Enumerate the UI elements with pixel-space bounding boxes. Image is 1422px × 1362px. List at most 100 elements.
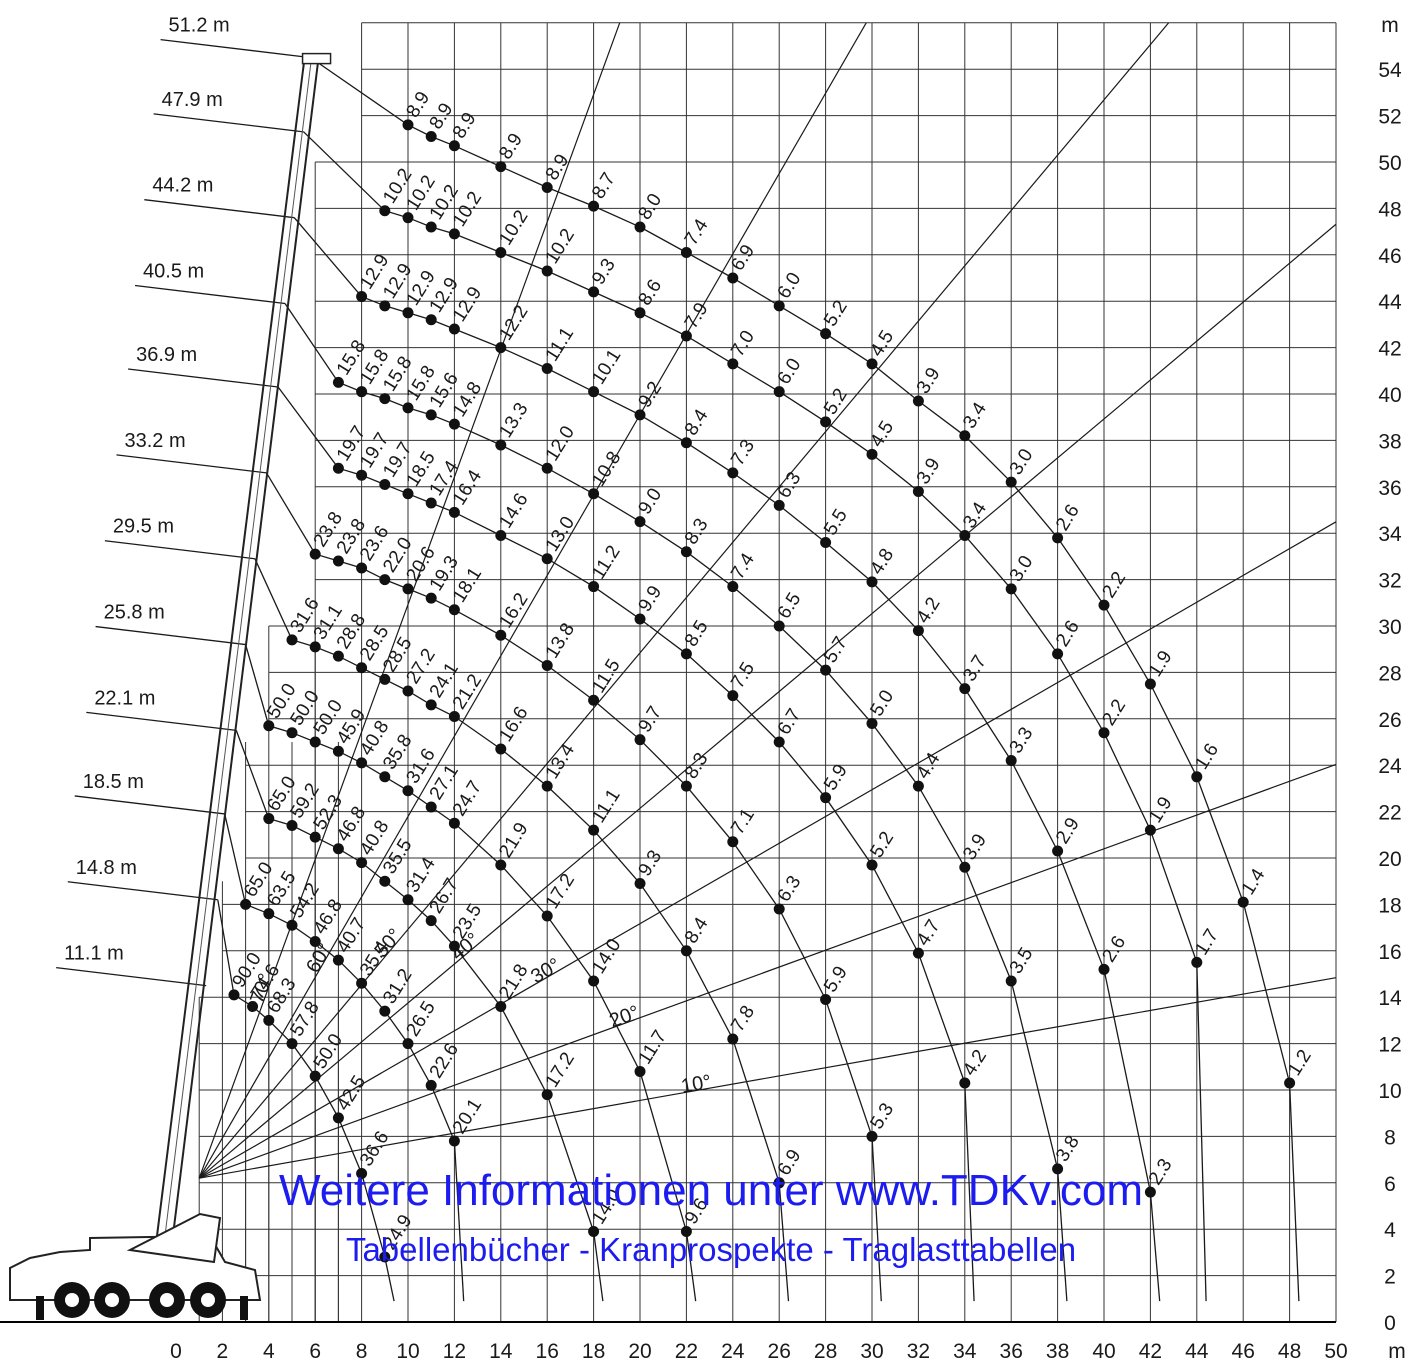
- load-value-label: 4.4: [913, 749, 945, 783]
- load-point: [959, 530, 971, 542]
- load-point: [959, 861, 971, 873]
- x-tick-label: 16: [536, 1340, 559, 1362]
- load-point: [425, 497, 437, 509]
- load-value-label: 3.7: [959, 652, 991, 686]
- load-point: [332, 555, 344, 567]
- load-point: [1237, 896, 1249, 908]
- load-point: [228, 989, 240, 1001]
- load-point: [588, 1226, 600, 1238]
- load-value-label: 1.7: [1191, 926, 1223, 960]
- load-value-label: 5.7: [820, 633, 852, 667]
- load-point: [541, 659, 553, 671]
- load-point: [379, 574, 391, 586]
- load-curve: [254, 558, 780, 1183]
- x-tick-label: 38: [1046, 1340, 1069, 1362]
- x-tick-label: 42: [1139, 1340, 1162, 1362]
- load-point: [332, 650, 344, 662]
- load-point: [773, 1177, 785, 1189]
- load-point: [912, 395, 924, 407]
- load-point: [727, 272, 739, 284]
- boom-length-labels: 51.2 m47.9 m44.2 m40.5 m36.9 m33.2 m29.5…: [56, 15, 311, 987]
- load-value-label: 5.5: [820, 506, 852, 540]
- boom-length-label: 36.9 m: [136, 344, 197, 366]
- load-value-label: 8.9: [542, 151, 574, 185]
- x-tick-label: 48: [1278, 1340, 1301, 1362]
- x-tick-label: 46: [1232, 1340, 1255, 1362]
- load-value-label: 4.5: [866, 417, 898, 451]
- load-point: [866, 717, 878, 729]
- load-curve-tail: [1288, 1083, 1300, 1302]
- y-tick-label: 20: [1378, 848, 1401, 871]
- boom-line: [166, 57, 320, 1281]
- load-point: [541, 462, 553, 474]
- load-point: [680, 546, 692, 558]
- load-point: [1191, 771, 1203, 783]
- load-point: [332, 1112, 344, 1124]
- boom-length-label: 29.5 m: [113, 516, 174, 538]
- load-point: [448, 140, 460, 152]
- load-point: [425, 592, 437, 604]
- load-point: [588, 975, 600, 987]
- load-value-label: 3.5: [1006, 944, 1038, 978]
- x-tick-label: 50: [1324, 1340, 1347, 1362]
- load-point: [332, 745, 344, 757]
- x-tick-label: 8: [356, 1340, 368, 1362]
- boom-length-label: 44.2 m: [152, 175, 213, 197]
- load-value-label: 8.7: [588, 169, 620, 203]
- load-point: [680, 945, 692, 957]
- load-point: [541, 265, 553, 277]
- load-value-label: 8.5: [681, 617, 713, 651]
- angle-lines: 10°20°30°40°50°60°70°: [198, 22, 1337, 1179]
- load-value-label: 6.0: [774, 355, 806, 389]
- load-value-label: 2.2: [1098, 568, 1130, 602]
- load-value-label: 6.5: [774, 589, 806, 623]
- load-point: [309, 1070, 321, 1082]
- load-point: [866, 448, 878, 460]
- load-value-label: 6.0: [774, 269, 806, 303]
- angle-line: [198, 22, 1170, 1179]
- load-point: [588, 694, 600, 706]
- load-point: [425, 221, 437, 233]
- y-tick-label: 38: [1378, 430, 1401, 453]
- load-value-label: 3.9: [913, 364, 945, 398]
- crane-silhouette: [9, 52, 332, 1320]
- load-point: [448, 228, 460, 240]
- boom-leader: [74, 795, 225, 815]
- load-point: [402, 402, 414, 414]
- load-point: [773, 300, 785, 312]
- x-tick-label: 12: [443, 1340, 466, 1362]
- load-value-label: 6.9: [727, 241, 759, 275]
- load-curve-tail: [964, 1083, 975, 1302]
- load-point: [263, 813, 275, 825]
- load-point: [773, 903, 785, 915]
- y-unit-label: m: [1381, 14, 1399, 37]
- load-point: [634, 221, 646, 233]
- outrigger: [240, 1296, 248, 1320]
- x-tick-label: 0: [170, 1340, 182, 1362]
- load-point: [727, 1033, 739, 1045]
- y-tick-label: 6: [1384, 1173, 1396, 1196]
- load-curve-tail: [778, 1182, 790, 1302]
- load-curve-tail: [1056, 1168, 1068, 1302]
- load-value-label: 9.3: [634, 847, 666, 881]
- load-value-label: 9.9: [634, 582, 666, 616]
- load-point: [680, 1226, 692, 1238]
- load-point: [912, 625, 924, 637]
- load-curve-tail: [871, 1136, 882, 1302]
- load-point: [773, 386, 785, 398]
- load-value-label: 1.6: [1191, 740, 1223, 774]
- load-point: [448, 1135, 460, 1147]
- load-point: [263, 1014, 275, 1026]
- boom-line: [158, 57, 313, 1281]
- load-value-label: 5.2: [866, 828, 898, 862]
- x-tick-label: 28: [814, 1340, 837, 1362]
- load-value-label: 9.2: [634, 378, 666, 412]
- y-tick-label: 52: [1378, 106, 1401, 129]
- load-value-label: 6.3: [774, 872, 806, 906]
- load-point: [402, 1038, 414, 1050]
- load-point: [495, 1000, 507, 1012]
- load-curve-tail: [1196, 962, 1207, 1302]
- x-tick-label: 40: [1092, 1340, 1115, 1362]
- load-point: [1144, 678, 1156, 690]
